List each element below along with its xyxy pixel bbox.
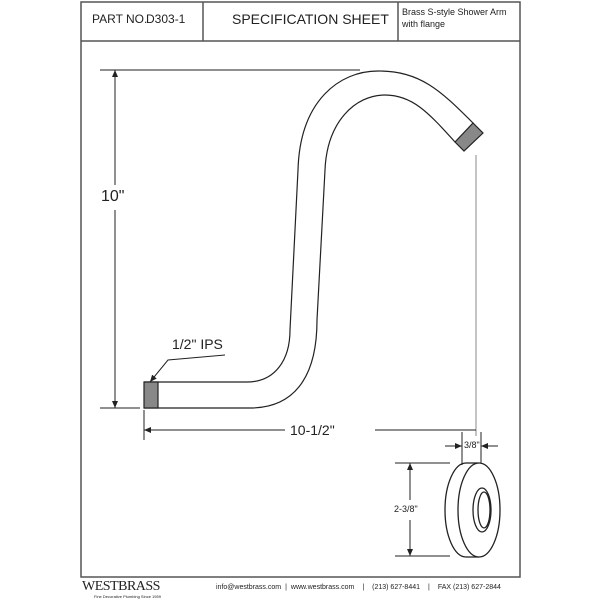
brand-tagline: Fine Decorative Plumbing Since 1959	[94, 594, 161, 599]
separator: |	[428, 584, 430, 591]
email-link[interactable]: info@westbrass.com	[216, 584, 282, 591]
thread-size-label: 1/2" IPS	[172, 336, 223, 352]
phone: (213) 627-8441	[372, 584, 421, 591]
height-dimension: 10"	[101, 188, 125, 205]
part-no-label: PART NO.	[92, 12, 148, 26]
thread-left	[143, 381, 159, 409]
length-dimension: 10-1/2"	[290, 422, 335, 438]
product-description: Brass S-style Shower Arm with flange	[402, 7, 507, 29]
contact-info: info@westbrass.com | www.westbrass.com |…	[216, 584, 501, 591]
separator: |	[362, 584, 365, 591]
flange	[444, 462, 501, 558]
dimension-lines	[100, 69, 498, 557]
shower-arm	[143, 70, 484, 409]
flange-diameter: 2-3/8"	[394, 504, 418, 514]
flange-thickness: 3/8"	[464, 440, 480, 450]
website-link[interactable]: www.westbrass.com	[290, 584, 355, 591]
brand-logo: WESTBRASS	[82, 579, 160, 594]
separator: |	[285, 584, 287, 591]
sheet-border	[80, 1, 521, 578]
page-title: SPECIFICATION SHEET	[232, 11, 389, 27]
fax: FAX (213) 627-2844	[437, 584, 501, 591]
thread-right	[454, 122, 484, 152]
part-no: D303-1	[146, 12, 186, 26]
